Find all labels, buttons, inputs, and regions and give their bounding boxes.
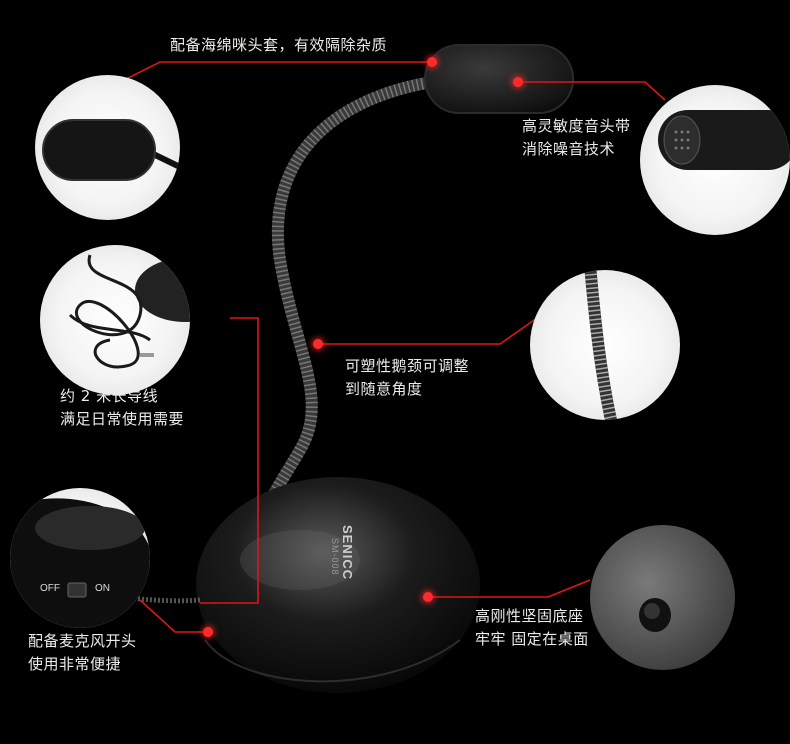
switch-text-2: 使用非常便捷 — [28, 655, 122, 673]
switch-detail-circle: OFF ON — [10, 488, 150, 628]
foam-detail-circle — [35, 75, 180, 220]
switch-dot — [203, 627, 213, 637]
foam-cover-text: 配备海绵咪头套，有效隔除杂质 — [170, 36, 388, 54]
cable-text-2: 满足日常使用需要 — [60, 410, 185, 428]
foam-cover-label: 配备海绵咪头套，有效隔除杂质 — [170, 34, 387, 57]
base-brand-text: SENICC — [340, 525, 355, 580]
switch-on-label: ON — [95, 583, 110, 594]
gooseneck-detail-image — [584, 270, 618, 420]
model-label: SM-008 — [330, 538, 340, 576]
base-detail-circle — [590, 525, 735, 670]
switch-text-1: 配备麦克风开头 — [28, 632, 137, 650]
switch-off-label: OFF — [40, 583, 60, 594]
switch-label: 配备麦克风开头 使用非常便捷 — [28, 630, 137, 676]
sensitivity-label: 高灵敏度音头带 消除噪音技术 — [522, 115, 631, 161]
gooseneck-label: 可塑性鹅颈可调整 到随意角度 — [345, 355, 469, 401]
gooseneck-detail-circle — [530, 270, 680, 420]
base-dot — [423, 592, 433, 602]
cable-text-1: 约 2 米长导线 — [60, 387, 159, 405]
cable-detail-circle — [40, 245, 190, 395]
base-text-2: 牢牢 固定在桌面 — [475, 630, 589, 648]
brand-label: SENICC — [340, 525, 355, 581]
switch-detail-image — [10, 498, 150, 628]
cable-detail-image — [68, 254, 190, 369]
gooseneck-dot — [313, 339, 323, 349]
base-text-1: 高刚性坚固底座 — [475, 607, 584, 625]
gooseneck-text-1: 可塑性鹅颈可调整 — [345, 357, 470, 375]
base-bottom-image — [639, 598, 671, 632]
cable-label: 约 2 米长导线 满足日常使用需要 — [60, 385, 184, 431]
capsule-detail-circle — [640, 85, 790, 235]
base-model-text: SM-008 — [330, 538, 340, 576]
sensitivity-text-2: 消除噪音技术 — [522, 140, 616, 158]
foam-cover-dot — [427, 57, 437, 67]
foam-detail-image — [42, 119, 180, 181]
sensitivity-text-1: 高灵敏度音头带 — [522, 117, 631, 135]
base-label: 高刚性坚固底座 牢牢 固定在桌面 — [475, 605, 589, 651]
capsule-detail-image — [658, 110, 790, 170]
gooseneck-text-2: 到随意角度 — [345, 380, 423, 398]
sensitivity-dot — [513, 77, 523, 87]
